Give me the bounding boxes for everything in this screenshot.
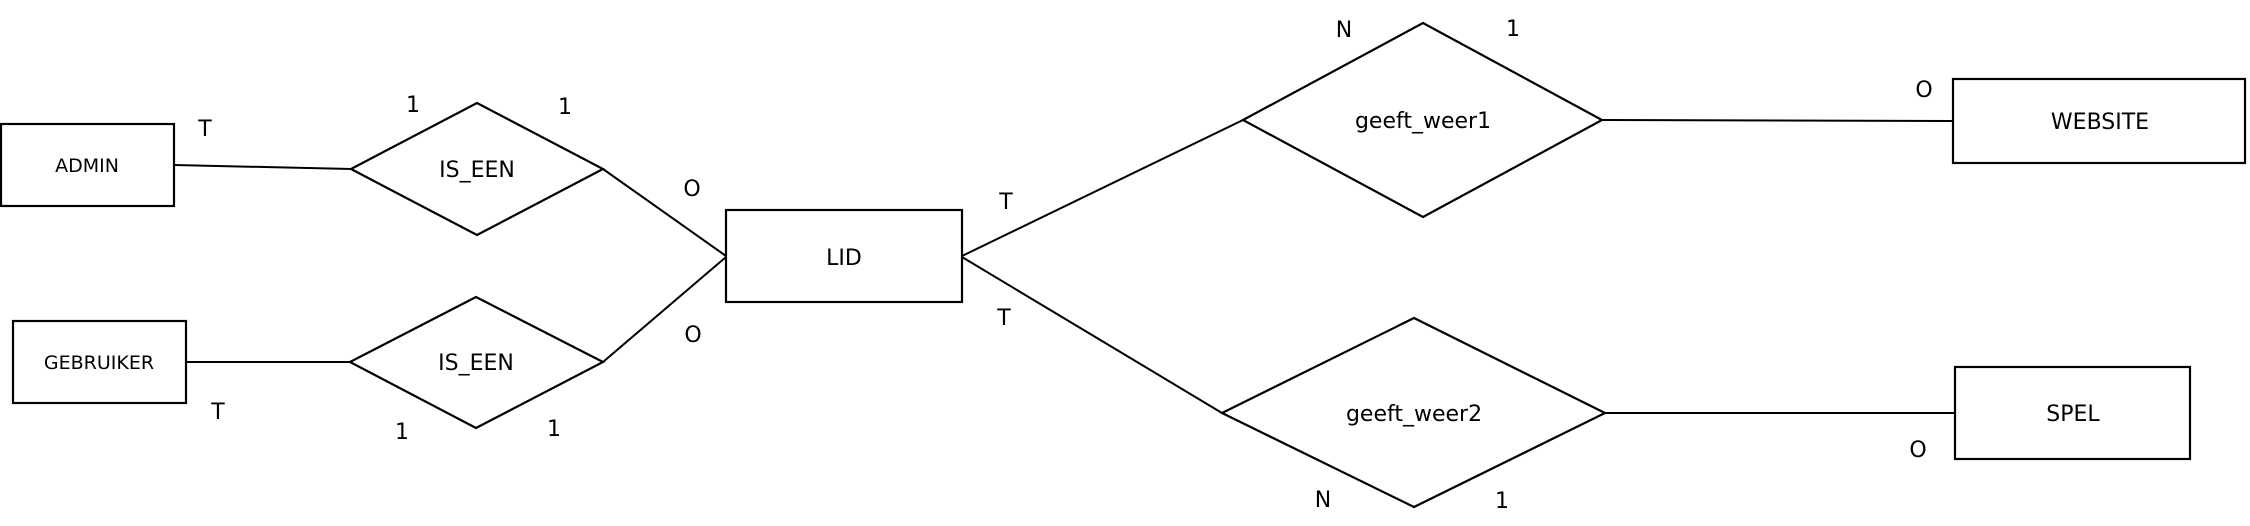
cardinality-lid-t-bottom: T bbox=[996, 306, 1011, 331]
entity-spel[interactable] bbox=[1953, 365, 2192, 461]
entity-admin[interactable] bbox=[0, 122, 176, 208]
relationship-geeft-weer2[interactable] bbox=[1219, 316, 1608, 509]
edge-is-een-bottom-lid bbox=[602, 256, 727, 363]
cardinality-is-een-top-right: 1 bbox=[558, 95, 572, 120]
cardinality-geeft-weer1-1: 1 bbox=[1506, 17, 1520, 42]
edge-lid-geeft-weer1 bbox=[961, 119, 1244, 257]
relationship-is-een-top[interactable] bbox=[348, 101, 606, 237]
relationship-geeft-weer1-label: geeft_weer1 bbox=[1355, 109, 1491, 134]
cardinality-spel-o: O bbox=[1909, 438, 1926, 463]
cardinality-lid-bottom-o: O bbox=[684, 323, 701, 348]
cardinality-website-o: O bbox=[1915, 78, 1932, 103]
cardinality-geeft-weer2-1: 1 bbox=[1495, 489, 1509, 514]
cardinality-geeft-weer1-n: N bbox=[1336, 18, 1352, 43]
edge-geeft-weer1-website bbox=[1601, 119, 1954, 122]
relationship-is-een-top-label: IS_EEN bbox=[439, 158, 515, 183]
entity-lid[interactable] bbox=[724, 208, 964, 304]
edge-admin-is-een-top bbox=[173, 164, 352, 170]
entity-lid-label: LID bbox=[826, 246, 862, 271]
relationship-is-een-bottom[interactable] bbox=[347, 295, 606, 430]
edge-is-een-top-lid bbox=[602, 168, 727, 257]
entity-website-label: WEBSITE bbox=[2051, 110, 2149, 135]
edge-lid-geeft-weer2 bbox=[961, 256, 1223, 414]
cardinality-geeft-weer2-n: N bbox=[1315, 488, 1331, 513]
relationship-is-een-bottom-label: IS_EEN bbox=[438, 351, 514, 376]
cardinality-is-een-top-left: 1 bbox=[406, 93, 420, 118]
relationship-geeft-weer2-label: geeft_weer2 bbox=[1346, 402, 1482, 427]
entity-admin-label: ADMIN bbox=[55, 155, 119, 177]
cardinality-gebruiker-t: T bbox=[210, 400, 225, 425]
entity-spel-label: SPEL bbox=[2046, 402, 2100, 427]
cardinality-is-een-bottom-right: 1 bbox=[547, 417, 561, 442]
cardinality-lid-top-o: O bbox=[683, 177, 700, 202]
entity-gebruiker[interactable] bbox=[11, 319, 188, 405]
relationship-geeft-weer1[interactable] bbox=[1240, 21, 1605, 219]
cardinality-admin-t: T bbox=[197, 117, 212, 142]
cardinality-is-een-bottom-left: 1 bbox=[395, 420, 409, 445]
entity-gebruiker-label: GEBRUIKER bbox=[44, 352, 154, 374]
cardinality-lid-t-top: T bbox=[998, 190, 1013, 215]
entity-website[interactable] bbox=[1951, 77, 2247, 165]
